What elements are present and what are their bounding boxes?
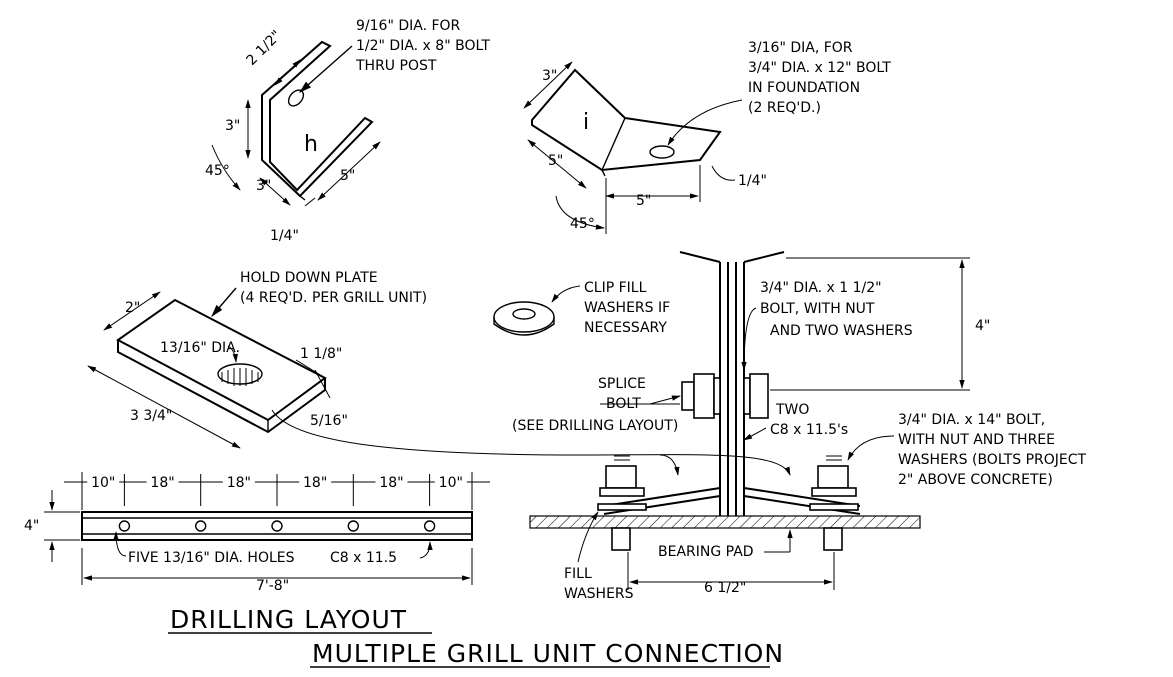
top-bolt-note-3: AND TWO WASHERS	[770, 323, 913, 339]
hold-down-plate: HOLD DOWN PLATE (4 REQ'D. PER GRILL UNIT…	[87, 270, 791, 476]
clip-washer-note-1: CLIP FILL	[584, 280, 647, 296]
angle-i-dim-leg-a: 5"	[548, 153, 563, 169]
drill-hole	[118, 520, 131, 532]
angle-h-dim-angle: 45°	[205, 163, 230, 179]
anchor-note-1: 3/4" DIA. x 14" BOLT,	[898, 412, 1045, 428]
angle-h: h 9/16" DIA. FOR 1/2" DIA. x 8" BOLT THR…	[205, 18, 490, 244]
anchor-note-3: WASHERS (BOLTS PROJECT	[898, 452, 1087, 468]
angle-i-note-2: 3/4" DIA. x 12" BOLT	[748, 60, 891, 76]
drill-spacing-bg	[375, 472, 408, 490]
angle-i-note-3: IN FOUNDATION	[748, 80, 860, 96]
splice-bolt-2: BOLT	[606, 396, 641, 412]
drill-spacing-bg	[87, 472, 120, 490]
drill-hole	[423, 520, 436, 532]
bearing-pad-label: BEARING PAD	[658, 544, 754, 560]
drill-holes-note: FIVE 13/16" DIA. HOLES	[128, 550, 295, 566]
angle-h-note-1: 9/16" DIA. FOR	[356, 18, 461, 34]
plate-dim-hole: 13/16" DIA.	[160, 340, 240, 356]
channel-note-2: C8 x 11.5's	[770, 422, 848, 438]
angle-h-letter: h	[304, 132, 318, 157]
top-bolt-note-2: BOLT, WITH NUT	[760, 301, 875, 317]
drill-spacing-label: 18"	[303, 475, 327, 491]
angle-i: i 3/16" DIA, FOR 3/4" DIA. x 12" BOLT IN…	[523, 40, 891, 234]
drilling-title: DRILLING LAYOUT	[170, 605, 407, 634]
drill-spacing-bg	[299, 472, 332, 490]
drill-spacing-label: 18"	[227, 475, 251, 491]
drill-spacing-label: 18"	[150, 475, 174, 491]
anchor-note-2: WITH NUT AND THREE	[898, 432, 1055, 448]
plate-dim-length: 3 3/4"	[130, 408, 172, 424]
angle-i-note-4: (2 REQ'D.)	[748, 100, 821, 116]
angle-h-dim-thickness: 1/4"	[270, 228, 299, 244]
angle-h-dim-leg-b: 5"	[340, 168, 355, 184]
angle-i-dim-leg-b: 5"	[636, 193, 651, 209]
angle-i-note-1: 3/16" DIA, FOR	[748, 40, 853, 56]
drill-hole	[347, 520, 360, 532]
angle-i-dim-angle: 45°	[570, 216, 595, 232]
drill-channel-note: C8 x 11.5	[330, 550, 397, 566]
drill-spacing-label: 10"	[91, 475, 115, 491]
angle-h-note-3: THRU POST	[355, 58, 437, 74]
fill-washers-1: FILL	[564, 566, 592, 582]
clip-washer: CLIP FILL WASHERS IF NECESSARY	[493, 280, 670, 336]
spacing-dim: 6 1/2"	[704, 580, 746, 596]
fill-washers-2: WASHERS	[564, 586, 634, 602]
clip-washer-note-3: NECESSARY	[584, 320, 667, 336]
angle-h-dim-flange: 2 1/2"	[244, 28, 285, 69]
drill-spacing-label: 10"	[439, 475, 463, 491]
titles: DRILLING LAYOUT MULTIPLE GRILL UNIT CONN…	[168, 605, 784, 668]
angle-h-dim-height: 3"	[225, 118, 240, 134]
drill-hole	[194, 520, 207, 532]
drill-spacing-label: 18"	[379, 475, 403, 491]
clip-washer-note-2: WASHERS IF	[584, 300, 670, 316]
drill-depth-dim: 4"	[24, 518, 39, 534]
depth-dim: 4"	[975, 318, 990, 334]
angle-i-dim-thickness: 1/4"	[738, 173, 767, 189]
top-bolt-note-1: 3/4" DIA. x 1 1/2"	[760, 280, 882, 296]
plate-note-1: HOLD DOWN PLATE	[240, 270, 378, 286]
drill-hole	[271, 520, 283, 532]
angle-i-dim-width: 3"	[542, 68, 557, 84]
drill-spacing-bg	[222, 472, 255, 490]
drill-spacing-bg	[434, 472, 467, 490]
drilling-layout: 4" FIVE 13/16" DIA. HOLES C8 x 11.5 7'-8…	[24, 472, 490, 594]
main-title: MULTIPLE GRILL UNIT CONNECTION	[312, 639, 784, 668]
angle-h-note-2: 1/2" DIA. x 8" BOLT	[356, 38, 490, 54]
connection-section: 3/4" DIA. x 1 1/2" BOLT, WITH NUT AND TW…	[512, 251, 1087, 602]
splice-bolt-3: (SEE DRILLING LAYOUT)	[512, 418, 678, 434]
drill-spacing-bg	[146, 472, 179, 490]
splice-bolt-1: SPLICE	[598, 376, 646, 392]
plate-dim-edge: 1 1/8"	[300, 346, 342, 362]
plate-note-2: (4 REQ'D. PER GRILL UNIT)	[240, 290, 427, 306]
drill-length-dim: 7'-8"	[256, 578, 289, 594]
angle-i-letter: i	[583, 110, 589, 135]
anchor-note-4: 2" ABOVE CONCRETE)	[898, 472, 1053, 488]
plate-dim-thickness: 5/16"	[310, 413, 348, 429]
channel-note-1: TWO	[775, 402, 809, 418]
